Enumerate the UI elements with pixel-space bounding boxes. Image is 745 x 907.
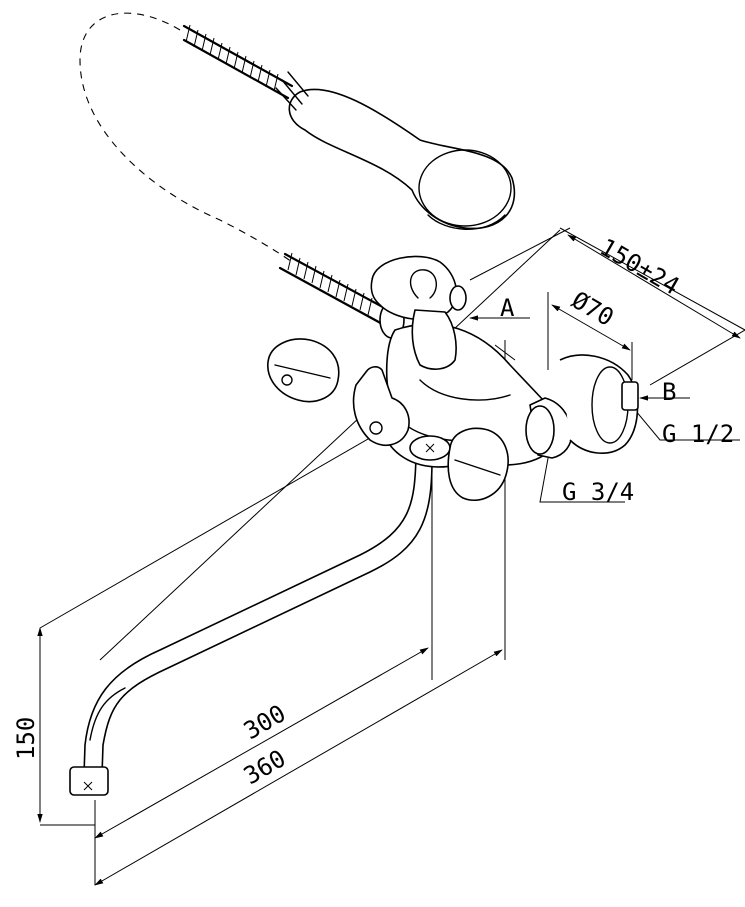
hose-path-dashed	[79, 12, 293, 263]
wall-connector	[525, 354, 639, 459]
label-ref-a: A	[500, 294, 515, 322]
label-diameter: Ø70	[567, 286, 619, 332]
fitting-a	[449, 285, 467, 311]
label-width-tolerance: 150±24	[595, 233, 684, 301]
label-height: 150	[12, 717, 40, 760]
dimension-lines	[37, 234, 741, 886]
label-thread-b: G 1/2	[662, 420, 734, 448]
spout	[69, 454, 433, 796]
diverter-lever	[352, 366, 410, 446]
hose-upper-coil	[182, 24, 294, 100]
dimension-labels: 150±24 Ø70 A B G 1/2 G 3/4 150 300 360	[12, 233, 734, 790]
shower-head	[275, 71, 516, 230]
left-handle	[267, 338, 340, 403]
label-spout-300: 300	[239, 699, 291, 745]
label-ref-b: B	[662, 378, 676, 406]
diverter-knob	[370, 255, 458, 370]
right-handle	[447, 427, 509, 501]
label-thread-main: G 3/4	[562, 478, 634, 506]
